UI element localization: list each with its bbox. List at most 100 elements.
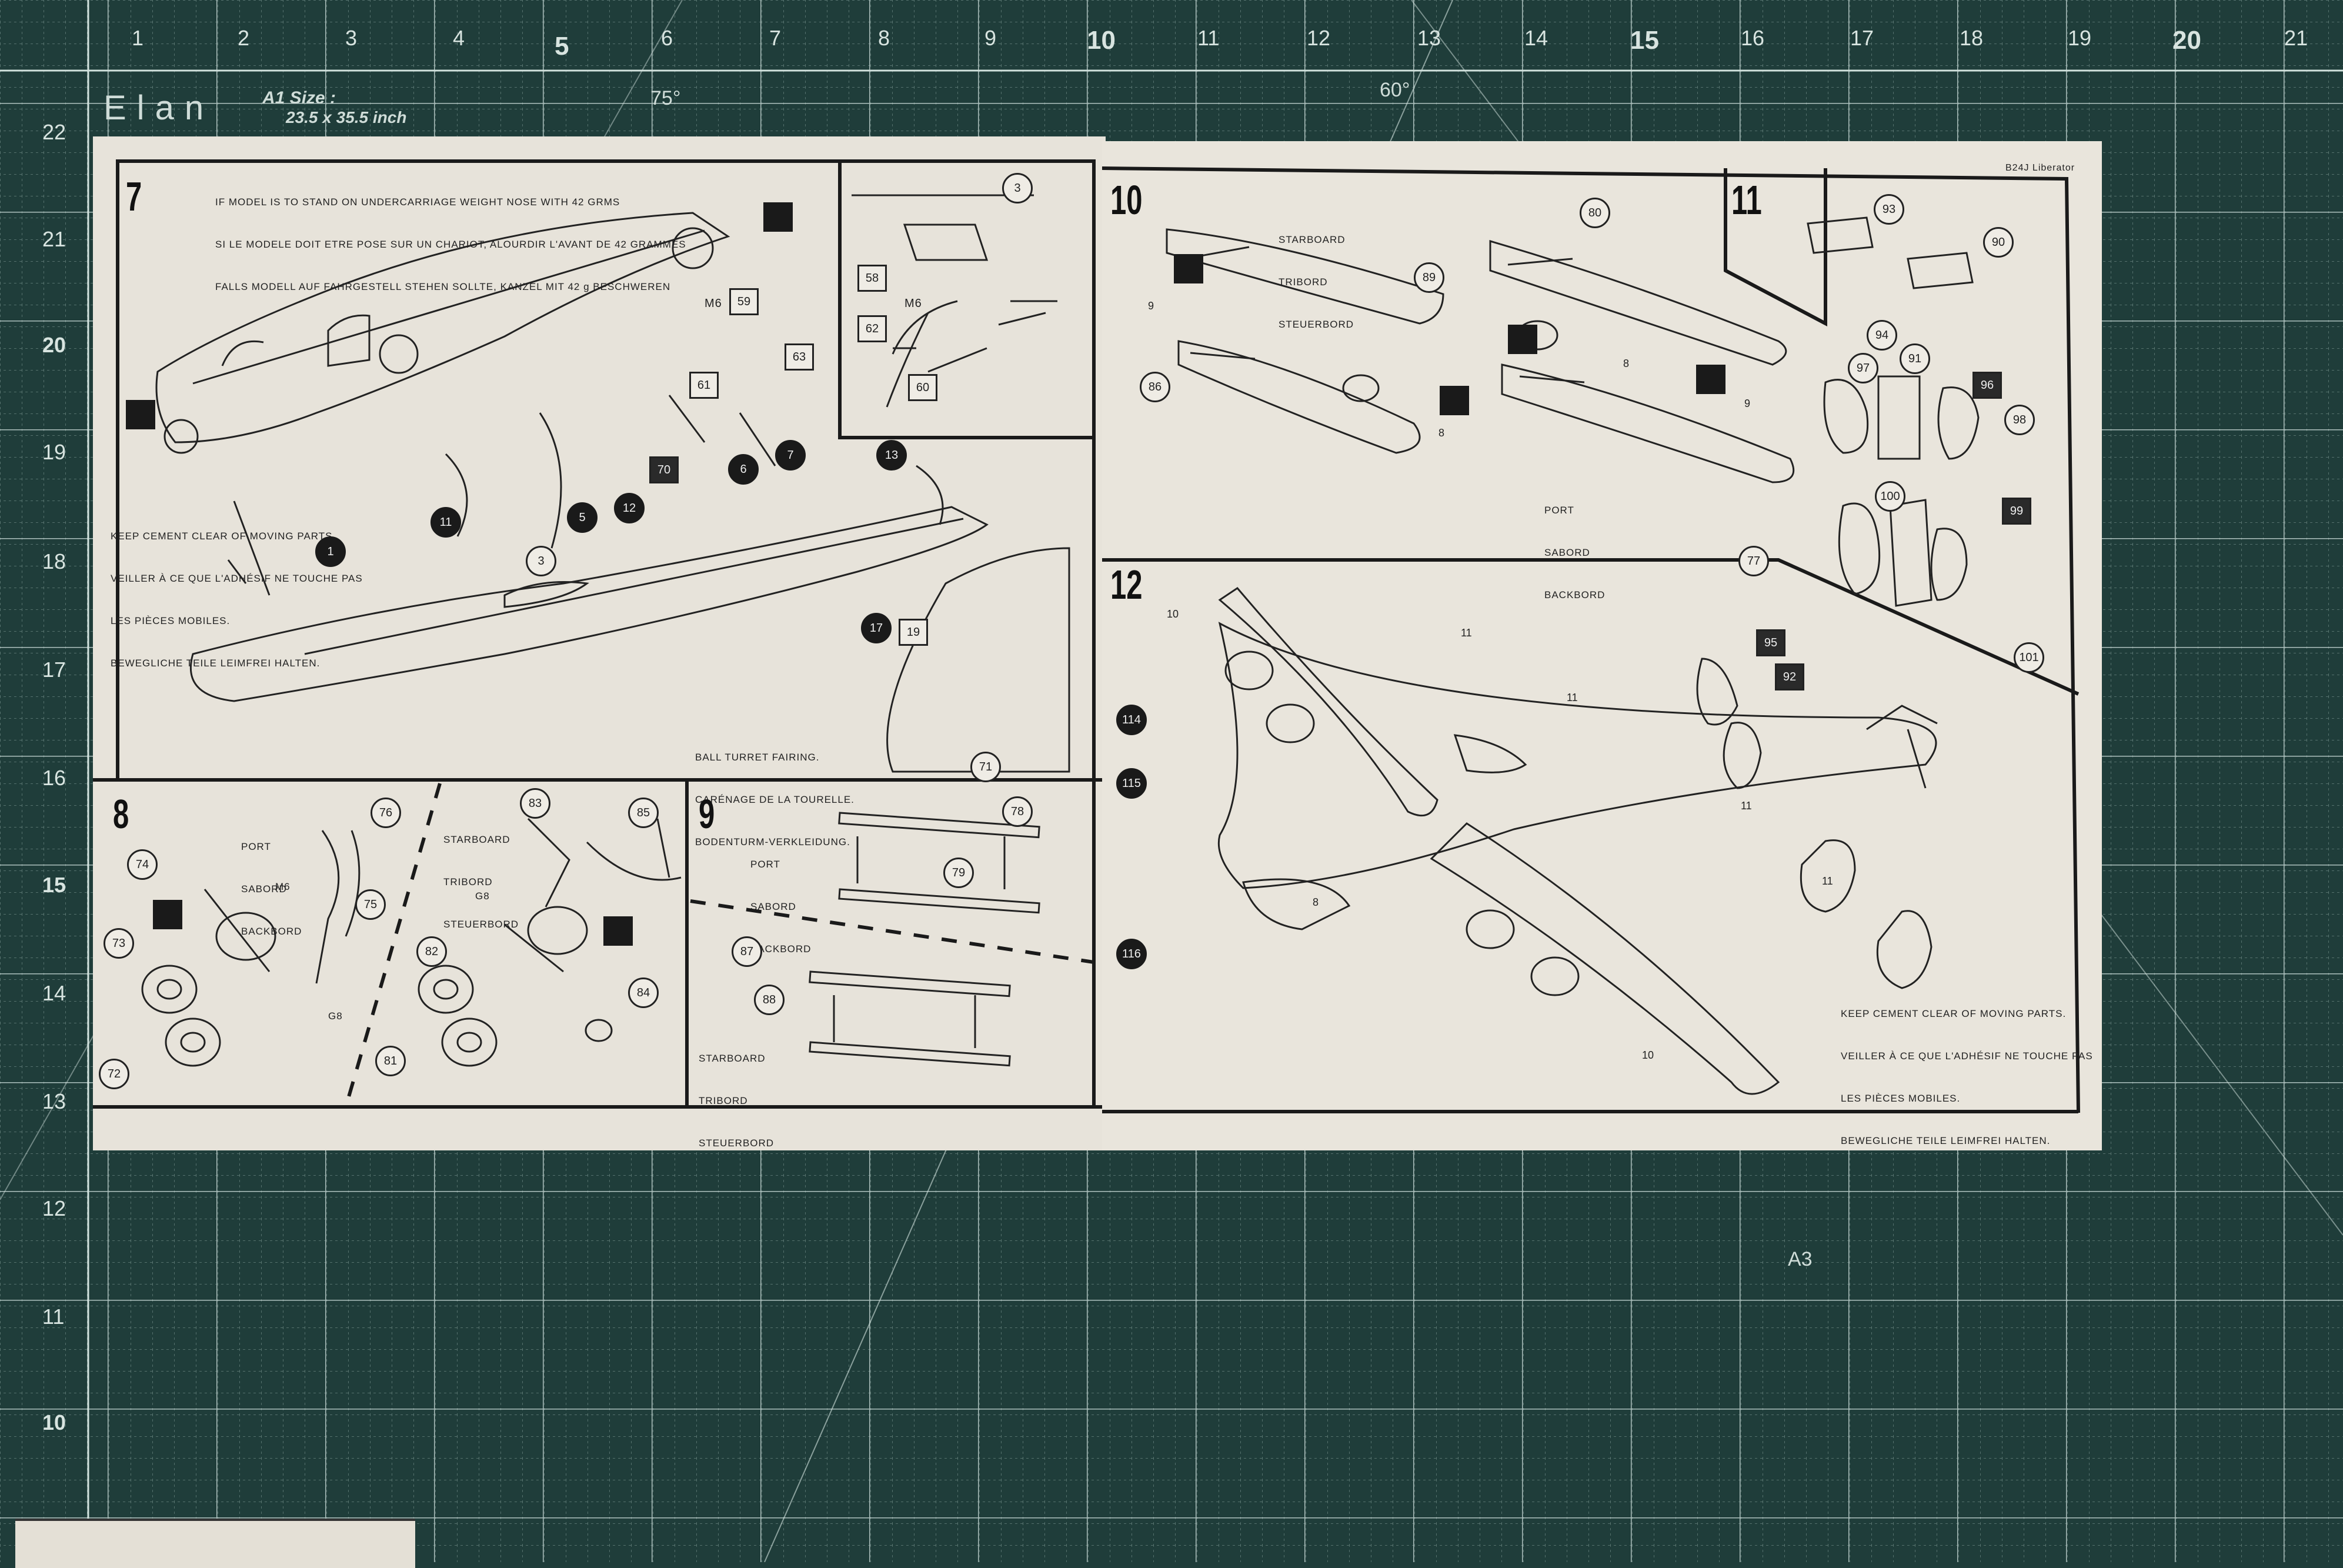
part-callout: 91 — [1900, 343, 1930, 374]
step-7-weight-note: IF MODEL IS TO STAND ON UNDERCARRIAGE WE… — [215, 167, 686, 322]
part-callout: 76 — [371, 798, 401, 828]
cement-de: BEWEGLICHE TEILE LEIMFREI HALTEN. — [111, 658, 321, 669]
ruler-tick: 12 — [1307, 26, 1331, 50]
m6-label: M6 — [905, 297, 922, 310]
shaded-part-marker — [763, 202, 793, 232]
note-de: FALLS MODELL AUF FAHRGESTELL STEHEN SOLL… — [215, 281, 671, 292]
part-callout: 92 — [1775, 663, 1804, 690]
cement-en: KEEP CEMENT CLEAR OF MOVING PARTS. — [1841, 1008, 2067, 1019]
ball-turret-note: BALL TURRET FAIRING. CARÉNAGE DE LA TOUR… — [695, 722, 855, 878]
shaded-part-marker — [153, 900, 182, 929]
ruler-tick: 21 — [42, 227, 66, 251]
ruler-tick: 5 — [555, 32, 569, 61]
ruler-tick: 17 — [1850, 26, 1874, 50]
ruler-tick: 18 — [42, 549, 66, 573]
right-page-frame — [1102, 166, 2080, 1113]
part-callout: 89 — [1414, 262, 1444, 293]
ruler-tick: 22 — [42, 120, 66, 144]
part-callout: 72 — [99, 1059, 129, 1089]
m6-label: M6 — [705, 297, 722, 310]
port-en: PORT — [241, 841, 271, 852]
part-callout: 116 — [1116, 939, 1147, 969]
cement-fr2: LES PIÈCES MOBILES. — [1841, 1093, 1961, 1104]
part-callout: 100 — [1875, 481, 1905, 512]
cement-fr2: LES PIÈCES MOBILES. — [111, 615, 231, 626]
ball-fr: CARÉNAGE DE LA TOURELLE. — [695, 794, 855, 805]
part-callout: 87 — [732, 936, 762, 967]
left-page-frame — [93, 159, 1106, 1109]
part-callout: 94 — [1867, 320, 1897, 351]
step-12-number: 12 — [1110, 562, 1143, 608]
part-callout: 74 — [127, 849, 158, 880]
part-callout: 97 — [1848, 353, 1878, 383]
instruction-sheet-right-page: B24J Liberator 10 STARBOARD TRIBORD STEU… — [1102, 141, 2102, 1150]
part-callout: 62 — [857, 315, 887, 342]
ruler-tick: 2 — [238, 26, 250, 50]
part-tag: 8 — [1313, 896, 1319, 908]
port-fr: SABORD — [750, 901, 796, 912]
port-de: BACKBORD — [1544, 589, 1606, 600]
part-callout: 90 — [1983, 227, 2014, 258]
part-callout: 58 — [857, 265, 887, 292]
part-callout: 77 — [1738, 546, 1769, 576]
step-8-port-label: PORT SABORD BACKBORD — [241, 812, 302, 967]
ruler-tick: 11 — [1197, 26, 1220, 50]
stbd-de: STEUERBORD — [1279, 319, 1354, 330]
step-8-number: 8 — [113, 791, 129, 837]
cement-fr: VEILLER À CE QUE L'ADHÉSIF NE TOUCHE PAS — [111, 573, 363, 584]
cement-en: KEEP CEMENT CLEAR OF MOVING PARTS. — [111, 531, 336, 542]
instruction-sheet-left-page: 7 IF MODEL IS TO STAND ON UNDERCARRIAGE … — [93, 136, 1106, 1150]
part-callout: 79 — [943, 858, 974, 888]
step-12-cement-note: KEEP CEMENT CLEAR OF MOVING PARTS. VEILL… — [1841, 979, 2093, 1176]
part-callout: 3 — [526, 546, 556, 576]
shaded-part-marker — [1508, 325, 1537, 354]
part-callout: 5 — [567, 502, 598, 533]
shaded-part-marker — [603, 916, 633, 946]
part-callout: 71 — [970, 752, 1001, 782]
shaded-part-marker — [1440, 386, 1469, 415]
ruler-tick: 20 — [2172, 26, 2201, 55]
port-de: BACKBORD — [241, 926, 302, 937]
stbd-fr: TRIBORD — [1279, 276, 1328, 288]
cement-de: BEWEGLICHE TEILE LEIMFREI HALTEN. — [1841, 1135, 2051, 1146]
g8-label: G8 — [475, 890, 490, 902]
ruler-tick: 18 — [1960, 26, 1984, 50]
part-tag: 9 — [1148, 300, 1154, 312]
part-callout: 98 — [2004, 405, 2035, 435]
ruler-tick: 16 — [1741, 26, 1765, 50]
port-en: PORT — [750, 859, 780, 870]
ruler-tick: 9 — [984, 26, 997, 50]
ruler-tick: 1 — [132, 26, 144, 50]
part-callout: 86 — [1140, 372, 1170, 402]
part-tag: 11 — [1461, 627, 1472, 639]
part-callout: 13 — [876, 440, 907, 471]
ruler-tick: 12 — [42, 1196, 66, 1220]
m6-label: M6 — [275, 881, 291, 892]
ruler-tick: 15 — [42, 873, 66, 897]
port-fr: SABORD — [241, 883, 287, 895]
part-callout: 75 — [355, 889, 386, 920]
part-callout: 12 — [614, 493, 645, 523]
part-callout: 19 — [899, 619, 928, 646]
ruler-tick: 19 — [2068, 26, 2092, 50]
ball-de: BODENTURM-VERKLEIDUNG. — [695, 836, 850, 848]
note-en: IF MODEL IS TO STAND ON UNDERCARRIAGE WE… — [215, 196, 620, 208]
ruler-tick: 17 — [42, 658, 66, 682]
shaded-part-marker — [126, 400, 155, 429]
step-9-number: 9 — [699, 791, 715, 837]
angle-75-label: 75° — [650, 87, 681, 109]
ruler-tick: 14 — [1524, 26, 1548, 50]
step-11-number: 11 — [1731, 177, 1762, 223]
ruler-tick: 3 — [345, 26, 358, 50]
part-callout: 88 — [754, 985, 785, 1015]
part-callout: 6 — [728, 454, 759, 485]
ruler-tick: 10 — [42, 1410, 66, 1434]
part-callout: 60 — [908, 374, 937, 401]
note-fr: SI LE MODELE DOIT ETRE POSE SUR UN CHARI… — [215, 239, 686, 250]
part-callout: 61 — [689, 372, 719, 399]
ruler-tick: 15 — [1630, 26, 1659, 55]
stbd-en: STARBOARD — [699, 1053, 766, 1064]
ruler-tick: 8 — [878, 26, 890, 50]
part-callout: 11 — [430, 507, 461, 538]
part-callout: 73 — [104, 928, 134, 959]
